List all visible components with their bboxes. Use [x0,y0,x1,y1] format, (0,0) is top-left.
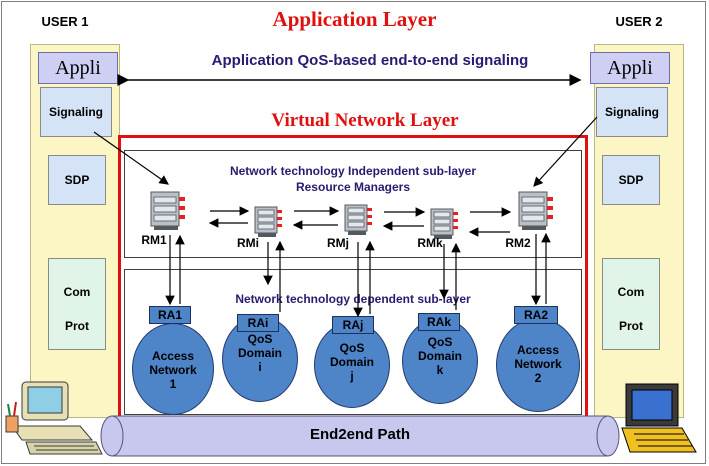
router-icon [150,191,194,238]
domain-ellipse: QoS Domain k [402,318,478,404]
independent-sublayer-title-2: Resource Managers [295,180,411,194]
user1-signaling-box: Signaling [40,87,112,137]
end2end-path-pipe [100,415,620,457]
rm-label: RMi [237,236,259,250]
user2-appli-box: Appli [590,52,670,84]
desktop-computer-icon [4,376,104,463]
user2-com-label: Com [617,285,645,299]
user2-prot-label: Prot [619,319,643,333]
user1-label: USER 1 [41,14,89,29]
signaling-caption: Application QoS-based end-to-end signali… [211,52,529,69]
rm-label: RM2 [505,236,531,250]
domain-line: Access [151,349,195,363]
domain-ellipse: QoS Domain j [314,322,390,408]
laptop-computer-icon [620,380,700,465]
domain-line: QoS [247,332,273,346]
domain-line: j [350,369,354,383]
user1-comprot-box: Com Prot [48,258,106,350]
domain-line: Network [149,363,197,377]
rm-label: RMj [327,236,349,250]
router-icon [430,208,466,247]
user2-signaling-box: Signaling [596,87,668,137]
domain-line: Access [516,343,560,357]
signaling-arrow [93,131,169,185]
user2-label: USER 2 [615,14,663,29]
domain-line: Domain [417,349,462,363]
domain-line: 1 [169,377,177,391]
router-icon [518,191,562,238]
ra-box: RAk [418,313,460,331]
virtual-network-layer-title: Virtual Network Layer [215,110,515,132]
domain-line: Domain [329,355,374,369]
rm-label: RM1 [141,233,167,247]
domain-line: QoS [339,341,365,355]
domain-line: QoS [427,335,453,349]
ra-box: RA2 [514,306,558,324]
ra-box: RA1 [149,306,191,324]
user1-appli-box: Appli [38,52,118,84]
user1-com-label: Com [63,285,91,299]
domain-line: 2 [534,371,542,385]
user2-comprot-box: Com Prot [602,258,660,350]
rm-label: RMk [417,236,443,250]
independent-sublayer-title-1: Network technology Independent sub-layer [229,164,477,178]
dependent-sublayer-title: Network technology dependent sub-layer [235,292,471,306]
user1-sdp-box: SDP [48,155,106,205]
application-layer-title: Application Layer [272,7,437,31]
independent-sublayer-box [124,150,582,258]
router-icon [254,206,290,245]
ra-box: RAi [237,314,279,332]
ra-box: RAj [332,316,374,334]
domain-line: k [436,363,444,377]
signaling-arrow [533,116,598,187]
router-icon [344,204,380,243]
domain-line: Network [514,357,562,371]
user1-prot-label: Prot [65,319,89,333]
domain-line: Domain [237,346,282,360]
user2-sdp-box: SDP [602,155,660,205]
domain-ellipse: Access Network 2 [496,318,580,412]
domain-line: i [258,360,262,374]
end2end-path-label: End2end Path [309,426,410,443]
